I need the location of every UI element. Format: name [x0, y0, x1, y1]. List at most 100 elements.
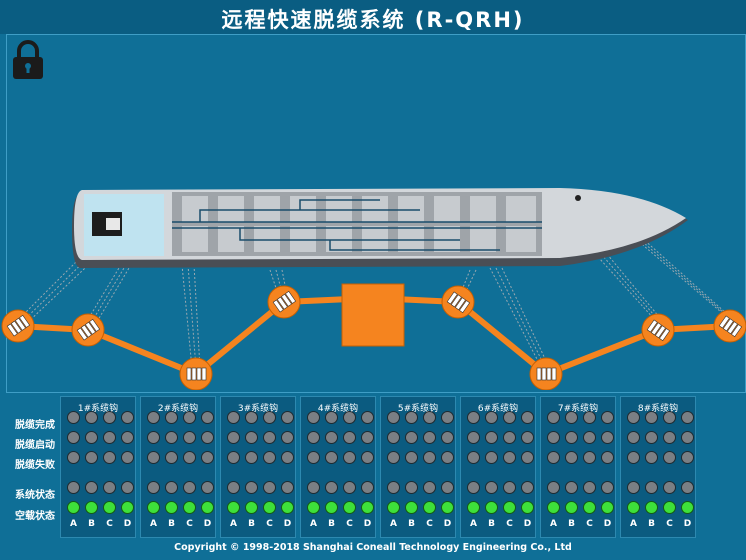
- status-led: [405, 411, 418, 424]
- status-led: [467, 501, 480, 514]
- status-led: [227, 411, 240, 424]
- channel-letter: A: [310, 519, 317, 529]
- status-led: [423, 501, 436, 514]
- status-led: [547, 481, 560, 494]
- status-led: [85, 501, 98, 514]
- row-label-release-complete: 脱缆完成: [15, 420, 55, 431]
- status-led: [405, 501, 418, 514]
- channel-letter: A: [470, 519, 477, 529]
- status-led: [485, 451, 498, 464]
- status-led: [147, 501, 160, 514]
- status-led: [361, 411, 374, 424]
- hook-group-title: 4#系缆钩: [317, 404, 359, 414]
- hook-group-title: 1#系缆钩: [77, 404, 119, 414]
- status-led: [201, 481, 214, 494]
- status-led: [325, 451, 338, 464]
- status-led: [441, 501, 454, 514]
- status-led: [583, 481, 596, 494]
- status-led: [405, 481, 418, 494]
- channel-letter: B: [488, 519, 495, 529]
- status-led: [343, 481, 356, 494]
- channel-letter: A: [630, 519, 637, 529]
- channel-letter: C: [426, 519, 433, 529]
- channel-letter: C: [666, 519, 673, 529]
- channel-letter: D: [283, 519, 292, 529]
- status-led: [165, 431, 178, 444]
- status-led: [547, 501, 560, 514]
- status-led: [103, 431, 116, 444]
- status-led: [583, 451, 596, 464]
- status-led: [227, 431, 240, 444]
- status-led: [343, 411, 356, 424]
- status-led: [627, 411, 640, 424]
- status-led: [325, 411, 338, 424]
- status-led: [663, 481, 676, 494]
- status-led: [263, 431, 276, 444]
- status-led: [307, 501, 320, 514]
- status-led: [547, 411, 560, 424]
- status-led: [441, 481, 454, 494]
- page-title: 远程快速脱缆系统 (R-QRH): [221, 8, 525, 32]
- status-led: [663, 501, 676, 514]
- status-led: [103, 451, 116, 464]
- status-led: [281, 451, 294, 464]
- status-led: [147, 481, 160, 494]
- status-led: [601, 501, 614, 514]
- status-led: [325, 431, 338, 444]
- status-led: [281, 411, 294, 424]
- status-led: [121, 481, 134, 494]
- status-led: [503, 501, 516, 514]
- row-label-no-load-status: 空载状态: [15, 511, 55, 522]
- channel-letter: D: [443, 519, 452, 529]
- hook-group-title: 2#系缆钩: [157, 404, 199, 414]
- channel-letter: B: [568, 519, 575, 529]
- status-led: [325, 481, 338, 494]
- status-led: [307, 431, 320, 444]
- status-led: [583, 431, 596, 444]
- status-led: [503, 451, 516, 464]
- channel-letter: C: [266, 519, 273, 529]
- channel-letter: A: [150, 519, 157, 529]
- channel-letter: D: [123, 519, 132, 529]
- channel-letter: A: [390, 519, 397, 529]
- status-led: [387, 451, 400, 464]
- status-led: [281, 481, 294, 494]
- status-led: [681, 411, 694, 424]
- lock-icon[interactable]: [10, 40, 46, 80]
- status-led: [281, 431, 294, 444]
- channel-letter: D: [203, 519, 212, 529]
- channel-letter: B: [648, 519, 655, 529]
- status-led: [423, 481, 436, 494]
- status-led: [263, 481, 276, 494]
- status-led: [565, 501, 578, 514]
- status-led: [67, 481, 80, 494]
- channel-letter: A: [550, 519, 557, 529]
- status-led: [165, 451, 178, 464]
- status-led: [441, 411, 454, 424]
- status-led: [485, 431, 498, 444]
- status-led: [565, 451, 578, 464]
- status-led: [165, 501, 178, 514]
- status-led: [663, 451, 676, 464]
- status-led: [583, 411, 596, 424]
- status-led: [121, 501, 134, 514]
- status-led: [521, 501, 534, 514]
- status-led: [85, 481, 98, 494]
- status-led: [67, 451, 80, 464]
- status-led: [601, 451, 614, 464]
- status-led: [601, 411, 614, 424]
- ship: [72, 188, 688, 268]
- status-led: [165, 411, 178, 424]
- status-led: [343, 451, 356, 464]
- status-led: [645, 501, 658, 514]
- status-led: [325, 501, 338, 514]
- hook-group-title: 6#系缆钩: [477, 404, 519, 414]
- status-led: [627, 431, 640, 444]
- status-led: [681, 501, 694, 514]
- status-led: [405, 431, 418, 444]
- status-led: [147, 451, 160, 464]
- status-led: [227, 501, 240, 514]
- status-led: [521, 481, 534, 494]
